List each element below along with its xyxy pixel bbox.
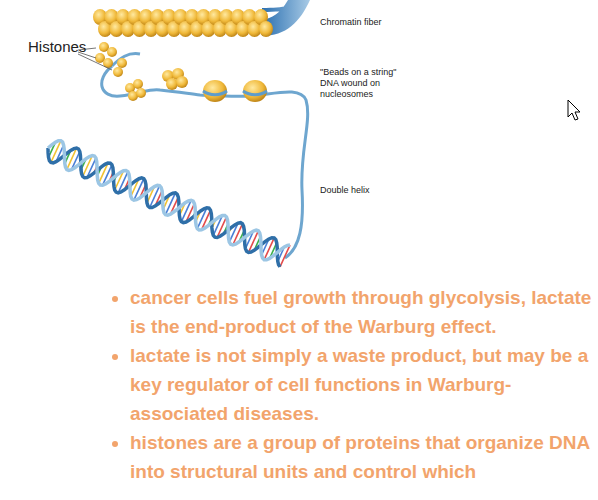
chromatin-fiber [93,9,273,37]
mouse-cursor [568,100,580,120]
part-label: "Beads on a string" DNA wound on nucleos… [320,67,398,100]
fiber-bead [259,21,273,37]
bullet-list: cancer cells fuel growth through glycoly… [108,283,598,486]
part-label: Double helix [320,185,370,196]
part-label: Histones [28,38,86,56]
bullet-text: lactate is not simply a waste product, b… [130,341,598,428]
histones [95,42,146,101]
helix-strand [48,141,290,260]
bullet-text: histones are a group of proteins that or… [130,428,598,486]
nucleosomes [162,68,267,102]
part-label: Chromatin fiber [320,17,382,28]
bullet-text: cancer cells fuel growth through glycoly… [130,283,598,341]
double-helix [48,141,290,267]
